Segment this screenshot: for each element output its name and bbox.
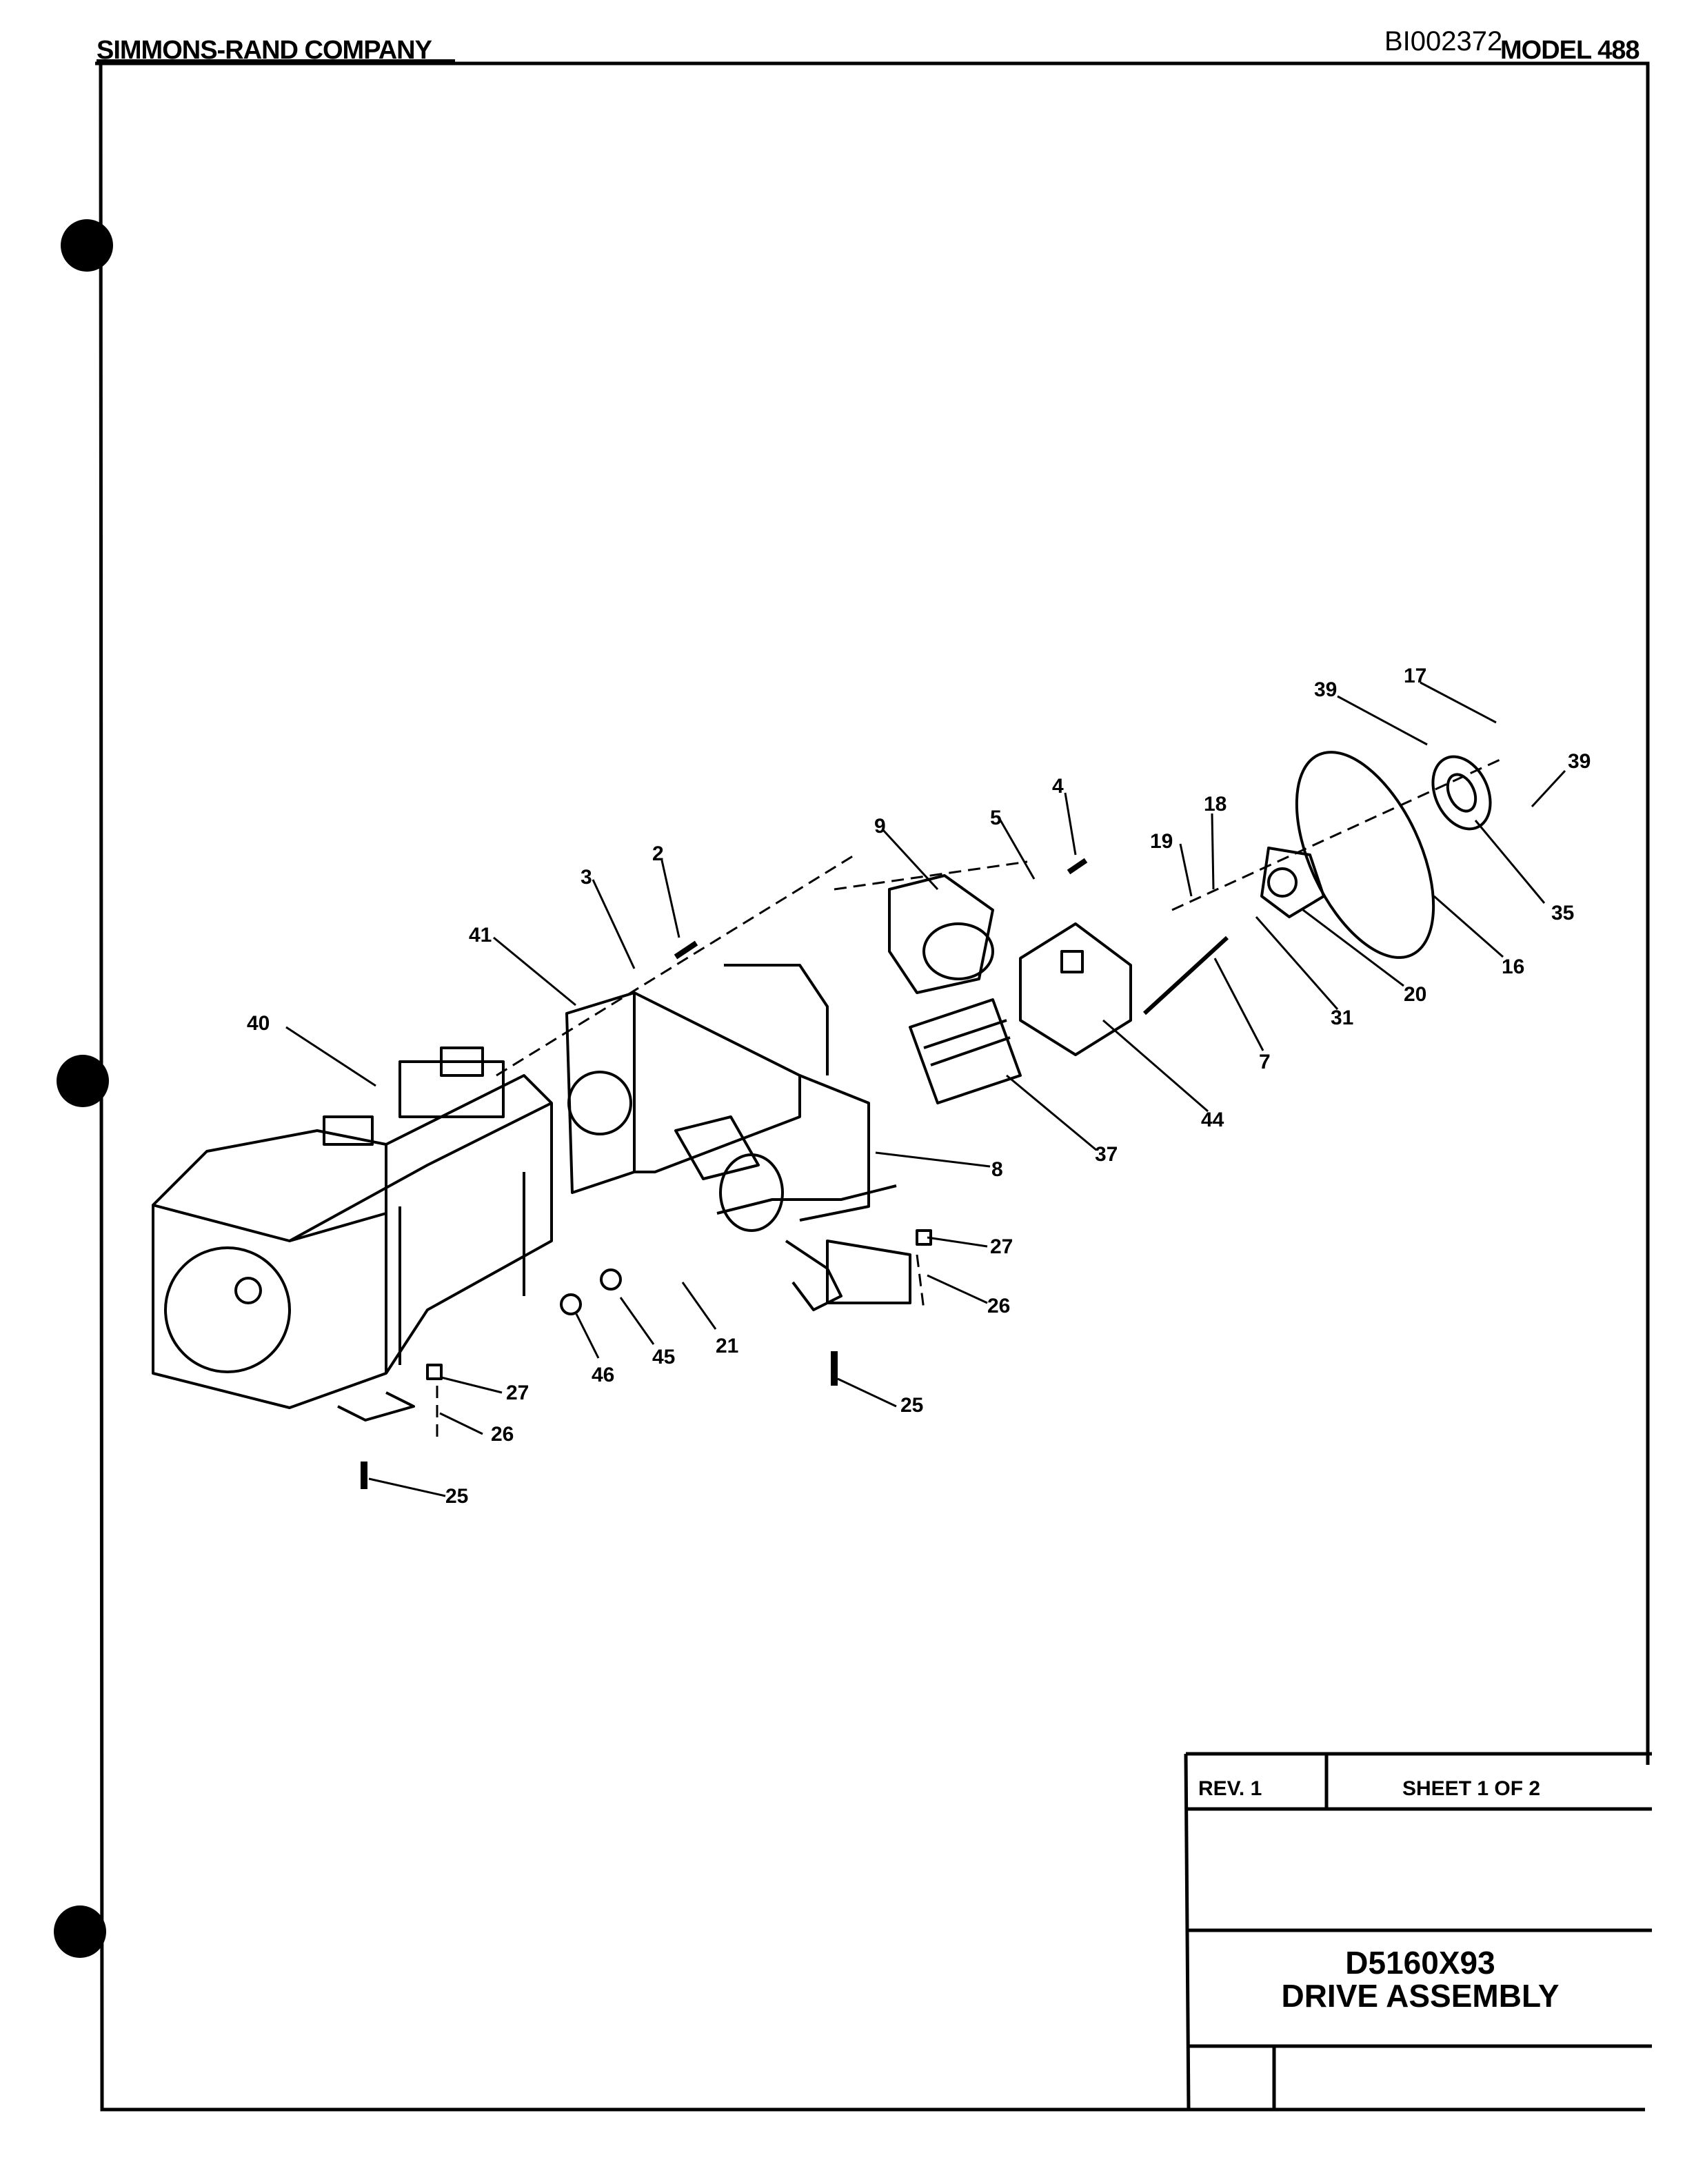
motor-40: [152, 1046, 553, 1422]
callout-27: 27: [506, 1382, 529, 1404]
revision-label: REV. 1: [1198, 1777, 1262, 1800]
coupling-assembly: [674, 1115, 911, 1311]
callout-7: 7: [1259, 1051, 1271, 1073]
pump-44: [1019, 922, 1132, 1056]
callout-26: 26: [987, 1295, 1010, 1317]
drawing-title: DRIVE ASSEMBLY: [1281, 1978, 1560, 2014]
mount-9: [888, 874, 994, 994]
callout-labels: 17 39 39 18 19 4 5 9 3 2 41 40 35 16 20 …: [247, 665, 1591, 1508]
callout-5: 5: [990, 807, 1002, 829]
callout-39: 39: [1314, 678, 1337, 701]
fasteners: [361, 858, 1088, 1489]
callout-2: 2: [652, 842, 664, 865]
callout-44: 44: [1201, 1109, 1224, 1131]
callout-16: 16: [1502, 956, 1524, 978]
callout-17: 17: [1404, 665, 1426, 687]
disc-16: [1295, 751, 1435, 959]
guard-37: [909, 998, 1022, 1104]
callout-25: 25: [445, 1485, 468, 1508]
title-block: [1184, 1752, 1652, 2112]
callout-20: 20: [1404, 983, 1426, 1006]
callout-35: 35: [1551, 902, 1574, 924]
callout-46: 46: [592, 1364, 614, 1386]
assembly-linework: [152, 681, 1566, 1497]
drawing-frame: [95, 61, 1650, 2112]
callout-3: 3: [581, 866, 592, 889]
callout-31: 31: [1331, 1007, 1353, 1029]
centerlines: [436, 757, 1504, 1441]
model-number: MODEL 488: [1500, 36, 1639, 65]
housing-41: [565, 964, 870, 1222]
sheet-label: SHEET 1 OF 2: [1402, 1777, 1541, 1800]
callout-18: 18: [1204, 793, 1227, 816]
callout-4: 4: [1052, 775, 1064, 798]
binder-hole-bottom: [54, 1905, 106, 1958]
callout-45: 45: [652, 1346, 675, 1368]
document-id: BI002372: [1384, 26, 1503, 57]
hub-20: [1260, 847, 1325, 918]
callout-26: 26: [491, 1423, 514, 1446]
bolt-7: [1142, 936, 1229, 1015]
flange-35: [1431, 755, 1492, 831]
callout-40: 40: [247, 1012, 270, 1035]
drawing-number: D5160X93: [1345, 1945, 1495, 1981]
callout-8: 8: [991, 1158, 1003, 1181]
callout-41: 41: [469, 924, 492, 947]
callout-21: 21: [716, 1335, 738, 1357]
callout-37: 37: [1095, 1143, 1118, 1166]
callout-9: 9: [874, 815, 886, 838]
callout-25: 25: [900, 1394, 923, 1417]
callout-27: 27: [990, 1235, 1013, 1258]
leader-lines: [285, 681, 1566, 1497]
callout-19: 19: [1150, 830, 1173, 853]
callout-39: 39: [1568, 750, 1591, 773]
binder-hole-top: [61, 219, 113, 272]
